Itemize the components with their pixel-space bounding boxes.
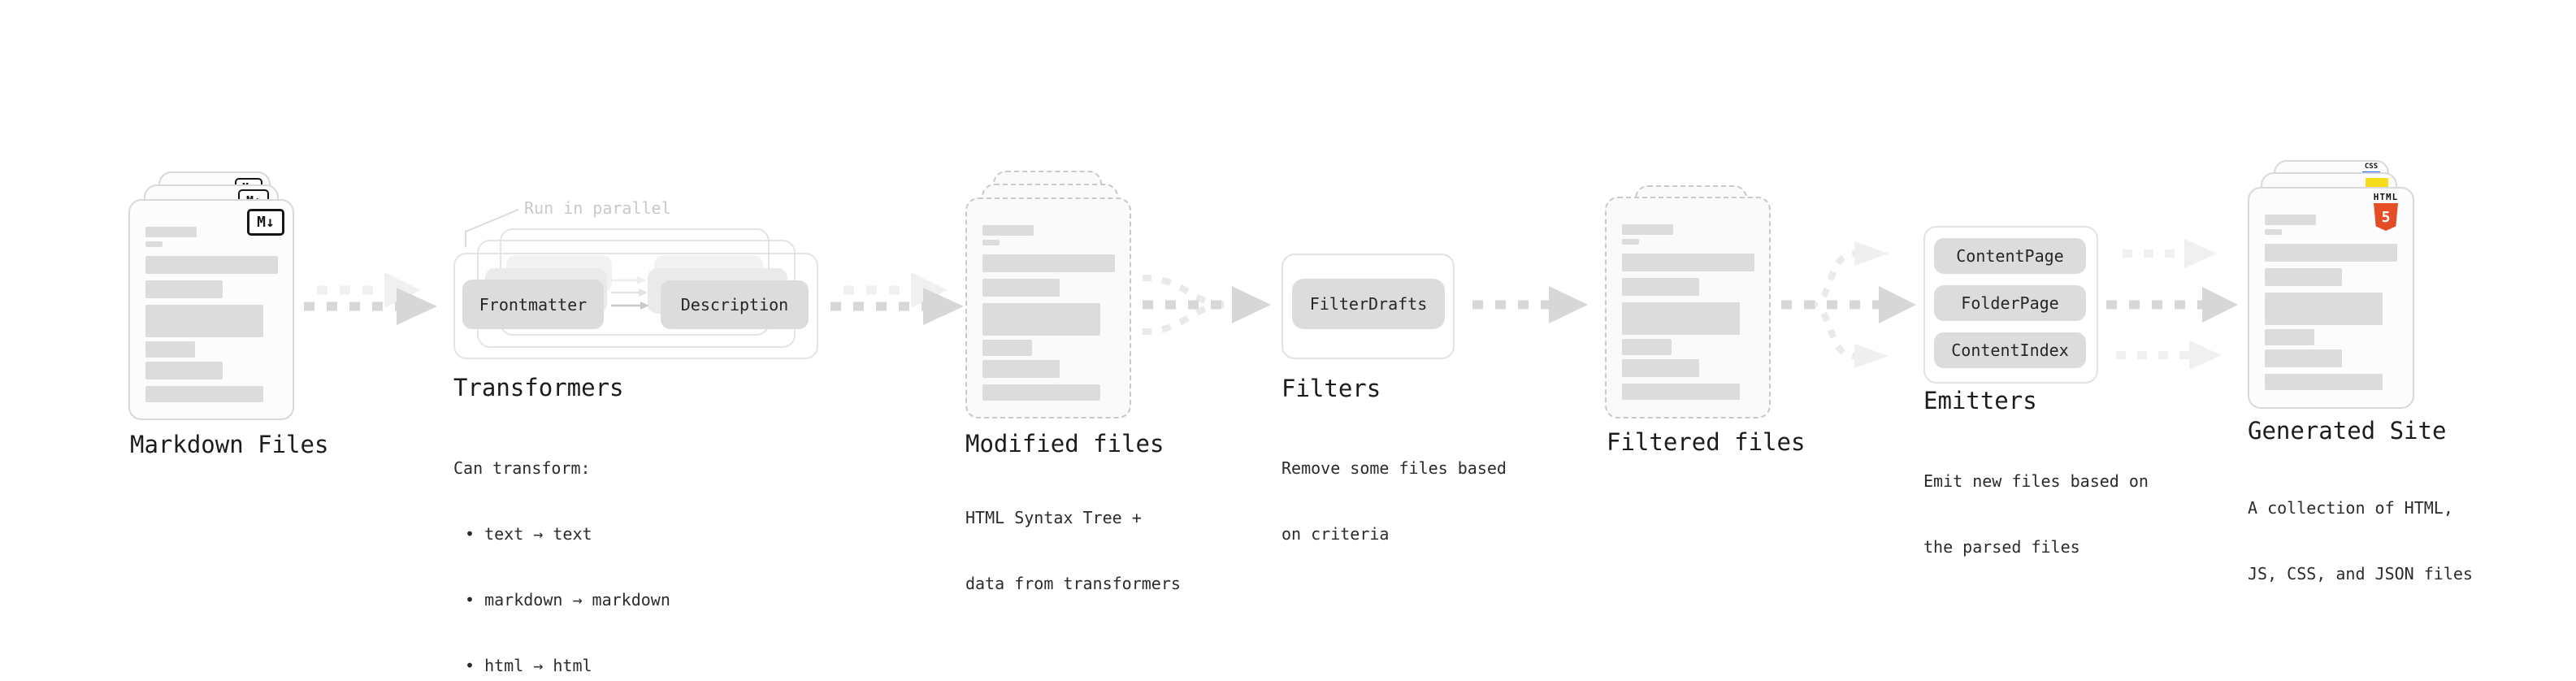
flow-arrow-filtered-to-emitters — [1781, 241, 1916, 368]
modified-files-label: Modified files — [965, 430, 1164, 458]
filters-desc-line: Remove some files based — [1281, 458, 1507, 478]
flow-arrow-modified-to-filters — [1142, 275, 1271, 335]
text-placeholder-bar — [1622, 254, 1754, 271]
filtered-file-card-front — [1605, 197, 1771, 419]
text-placeholder-bar — [145, 241, 163, 247]
run-in-parallel-annotation: Run in parallel — [524, 198, 671, 218]
flow-arrow-transformers-to-modified — [830, 272, 964, 325]
text-placeholder-bar — [145, 386, 263, 402]
text-placeholder-bar — [1622, 384, 1740, 400]
transformer-node-description: Description — [661, 280, 809, 329]
emitters-label: Emitters — [1923, 387, 2037, 414]
text-placeholder-bar — [145, 227, 197, 237]
filters-label: Filters — [1281, 375, 1381, 402]
annotation-leader-line — [465, 209, 519, 247]
transformers-label: Transformers — [453, 374, 624, 401]
html5-icon-shield: 5 — [2374, 203, 2398, 231]
parallel-transform-arrows — [611, 276, 649, 310]
text-placeholder-bar — [145, 256, 278, 274]
filter-node-filterdrafts: FilterDrafts — [1292, 279, 1445, 329]
text-placeholder-bar — [2265, 268, 2342, 286]
transformers-description: Can transform: • text → text • markdown … — [453, 414, 670, 681]
modified-files-description: HTML Syntax Tree + data from transformer… — [965, 463, 1181, 639]
transformers-bullet: • html → html — [465, 656, 592, 675]
css-icon-label: CSS — [2364, 163, 2379, 171]
ghost-arrow — [843, 272, 948, 308]
transformer-frame-front — [453, 253, 818, 359]
text-placeholder-bar — [1622, 239, 1639, 245]
js-file-icon — [2366, 178, 2388, 189]
text-placeholder-bar — [145, 280, 223, 298]
text-placeholder-bar — [145, 362, 223, 380]
html5-icon: HTML 5 — [2369, 193, 2403, 231]
text-placeholder-bar — [1622, 302, 1740, 335]
text-placeholder-bar — [2265, 244, 2397, 262]
markdown-icon: M↓ — [247, 209, 284, 236]
filters-description: Remove some files based on criteria — [1281, 414, 1507, 589]
text-placeholder-bar — [982, 254, 1115, 272]
transformers-bullet: • text → text — [465, 524, 592, 544]
text-placeholder-bar — [982, 340, 1032, 356]
text-placeholder-bar — [982, 240, 1000, 245]
text-placeholder-bar — [2265, 329, 2314, 345]
markdown-file-card-front: M↓ — [128, 199, 294, 420]
emitter-node-folderpage: FolderPage — [1934, 285, 2086, 321]
text-placeholder-bar — [2265, 229, 2282, 235]
text-placeholder-bar — [1622, 224, 1673, 235]
site-file-card-html: HTML 5 — [2248, 187, 2414, 409]
markdown-files-label: Markdown Files — [130, 431, 329, 458]
flow-arrow-markdown-to-transformers — [304, 272, 437, 325]
html5-icon-label: HTML — [2373, 192, 2399, 202]
text-placeholder-bar — [982, 384, 1100, 401]
text-placeholder-bar — [1622, 278, 1699, 296]
text-placeholder-bar — [2265, 215, 2316, 225]
text-placeholder-bar — [982, 360, 1060, 378]
generated-site-label: Generated Site — [2248, 417, 2447, 445]
text-placeholder-bar — [982, 225, 1034, 236]
emitters-desc-line: Emit new files based on — [1923, 471, 2149, 491]
filtered-files-label: Filtered files — [1607, 428, 1806, 456]
flow-arrow-filters-to-filtered — [1472, 286, 1588, 323]
text-placeholder-bar — [2265, 293, 2383, 325]
transformers-bullet: • markdown → markdown — [465, 590, 670, 609]
text-placeholder-bar — [145, 305, 263, 337]
text-placeholder-bar — [982, 303, 1100, 336]
filters-desc-line: on criteria — [1281, 524, 1390, 544]
emitters-desc-line: the parsed files — [1923, 537, 2080, 557]
text-placeholder-bar — [1622, 339, 1672, 355]
text-placeholder-bar — [2265, 374, 2383, 390]
modified-file-card-front — [965, 197, 1131, 419]
transformer-node-frontmatter: Frontmatter — [462, 280, 604, 329]
modified-files-desc-line: HTML Syntax Tree + — [965, 508, 1142, 527]
emitter-node-contentindex: ContentIndex — [1934, 332, 2086, 368]
emitter-node-contentpage: ContentPage — [1934, 238, 2086, 274]
generated-site-desc-line: JS, CSS, and JSON files — [2248, 564, 2473, 583]
html5-icon-number: 5 — [2381, 208, 2391, 226]
text-placeholder-bar — [982, 279, 1060, 297]
text-placeholder-bar — [145, 341, 195, 358]
emitters-description: Emit new files based on the parsed files — [1923, 427, 2149, 602]
text-placeholder-bar — [1622, 359, 1699, 377]
text-placeholder-bar — [2265, 349, 2342, 367]
generated-site-description: A collection of HTML, JS, CSS, and JSON … — [2248, 453, 2473, 629]
markdown-icon-label: M↓ — [257, 214, 275, 231]
modified-files-desc-line: data from transformers — [965, 574, 1181, 593]
transformers-desc-title: Can transform: — [453, 458, 591, 478]
generated-site-desc-line: A collection of HTML, — [2248, 498, 2453, 518]
flow-arrows-emitters-to-site — [2106, 239, 2238, 370]
ghost-arrow — [317, 272, 421, 308]
